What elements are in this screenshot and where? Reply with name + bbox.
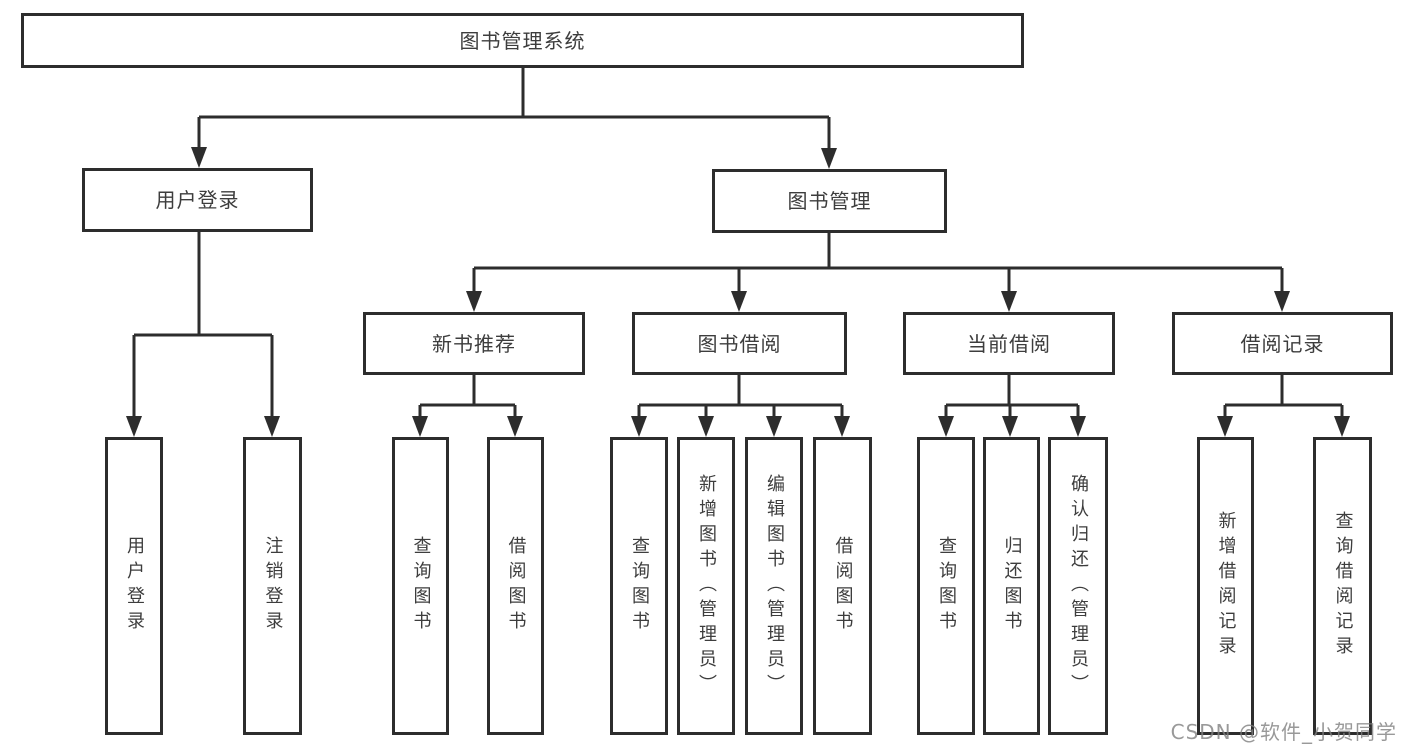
leaf-bb-add-book-admin: 新增图书（管理员）: [677, 437, 735, 735]
leaf-br-query-record: 查询借阅记录: [1313, 437, 1372, 735]
arrow-down-icon: [1002, 416, 1018, 437]
node-root: 图书管理系统: [21, 13, 1024, 68]
arrow-down-icon: [264, 416, 280, 437]
node-borrow-records: 借阅记录: [1172, 312, 1393, 375]
leaf-bb-query-books: 查询图书: [610, 437, 668, 735]
leaf-bb-borrow-books: 借阅图书: [813, 437, 872, 735]
node-new-book-recommend: 新书推荐: [363, 312, 585, 375]
leaf-user-login: 用户登录: [105, 437, 163, 735]
leaf-br-add-record: 新增借阅记录: [1197, 437, 1254, 735]
arrow-down-icon: [834, 416, 850, 437]
arrow-down-icon: [938, 416, 954, 437]
leaf-cb-query-books: 查询图书: [917, 437, 975, 735]
arrow-down-icon: [698, 416, 714, 437]
arrow-down-icon: [821, 148, 837, 169]
node-current-borrow: 当前借阅: [903, 312, 1115, 375]
arrow-down-icon: [466, 291, 482, 312]
arrow-down-icon: [1274, 291, 1290, 312]
leaf-cb-return-books: 归还图书: [983, 437, 1040, 735]
leaf-nbr-query-books: 查询图书: [392, 437, 449, 735]
arrow-down-icon: [1217, 416, 1233, 437]
arrow-down-icon: [1070, 416, 1086, 437]
leaf-nbr-borrow-books: 借阅图书: [487, 437, 544, 735]
arrow-down-icon: [731, 291, 747, 312]
leaf-bb-edit-book-admin: 编辑图书（管理员）: [745, 437, 803, 735]
leaf-cb-confirm-return-admin: 确认归还（管理员）: [1048, 437, 1108, 735]
node-user-login: 用户登录: [82, 168, 313, 232]
arrow-down-icon: [507, 416, 523, 437]
arrow-down-icon: [412, 416, 428, 437]
leaf-logout: 注销登录: [243, 437, 302, 735]
arrow-down-icon: [1334, 416, 1350, 437]
node-book-borrow: 图书借阅: [632, 312, 847, 375]
arrow-down-icon: [126, 416, 142, 437]
arrow-down-icon: [631, 416, 647, 437]
arrow-down-icon: [766, 416, 782, 437]
arrow-down-icon: [191, 147, 207, 168]
arrow-down-icon: [1001, 291, 1017, 312]
watermark: CSDN @软件_小贺同学: [1170, 720, 1397, 744]
node-book-management: 图书管理: [712, 169, 947, 233]
